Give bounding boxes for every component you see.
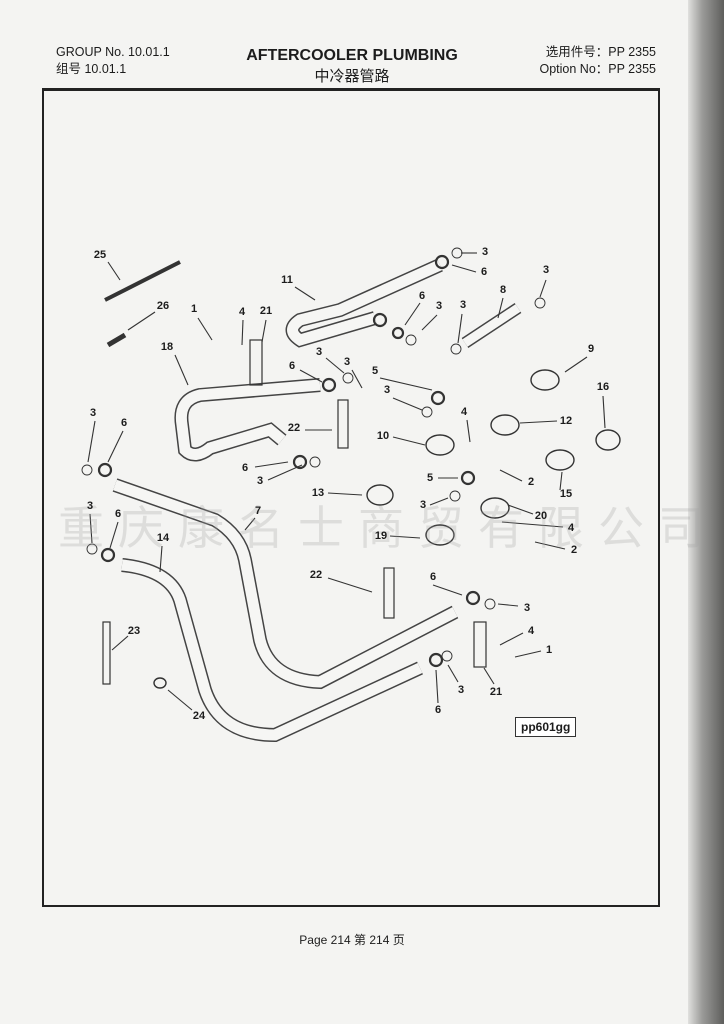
callout-1: 1 xyxy=(190,303,198,315)
callout-3: 3 xyxy=(523,602,531,614)
callout-10: 10 xyxy=(376,430,390,442)
callout-3: 3 xyxy=(315,346,323,358)
callout-14: 14 xyxy=(156,532,170,544)
group-number-en: GROUP No. 10.01.1 xyxy=(56,45,170,59)
callout-5: 5 xyxy=(426,472,434,484)
callout-4: 4 xyxy=(238,306,246,318)
callout-18: 18 xyxy=(160,341,174,353)
callout-7: 7 xyxy=(254,505,262,517)
callout-2: 2 xyxy=(527,476,535,488)
callout-8: 8 xyxy=(499,284,507,296)
callout-5: 5 xyxy=(371,365,379,377)
callout-6: 6 xyxy=(120,417,128,429)
callout-25: 25 xyxy=(93,249,107,261)
callout-19: 19 xyxy=(374,530,388,542)
callout-24: 24 xyxy=(192,710,206,722)
bracket-21 xyxy=(249,339,263,386)
group-number-cn: 组号 10.01.1 xyxy=(56,62,127,76)
binding-gutter xyxy=(688,0,724,1024)
bracket-22b xyxy=(383,567,395,619)
callout-6: 6 xyxy=(418,290,426,302)
callout-22: 22 xyxy=(309,569,323,581)
callout-15: 15 xyxy=(559,488,573,500)
page-number: Page 214 第 214 页 xyxy=(299,933,405,947)
callout-6: 6 xyxy=(241,462,249,474)
callout-3: 3 xyxy=(542,264,550,276)
callout-3: 3 xyxy=(459,299,467,311)
callout-4: 4 xyxy=(460,406,468,418)
reference-code: pp601gg xyxy=(515,717,577,737)
fitting-26 xyxy=(106,332,127,348)
page-title: AFTERCOOLER PLUMBING xyxy=(246,47,458,64)
callout-3: 3 xyxy=(256,475,264,487)
rod-25 xyxy=(104,260,181,302)
callout-6: 6 xyxy=(114,508,122,520)
callout-22: 22 xyxy=(287,422,301,434)
callout-3: 3 xyxy=(343,356,351,368)
callout-6: 6 xyxy=(480,266,488,278)
callout-12: 12 xyxy=(559,415,573,427)
watermark: 重庆康名士商贸有限公司 xyxy=(58,501,718,555)
callout-21: 21 xyxy=(489,686,503,698)
callout-20: 20 xyxy=(534,510,548,522)
callout-21: 21 xyxy=(259,305,273,317)
page-title-cn: 中冷器管路 xyxy=(314,68,390,85)
callout-6: 6 xyxy=(288,360,296,372)
callout-3: 3 xyxy=(481,246,489,258)
bracket-22a xyxy=(337,399,349,449)
bracket-21b xyxy=(473,621,487,668)
option-number-en: Option No：PP 2355 xyxy=(539,62,656,76)
callout-4: 4 xyxy=(527,625,535,637)
option-number: 选用件号：PP 2355 Option No：PP 2355 xyxy=(539,44,656,78)
callout-3: 3 xyxy=(435,300,443,312)
callout-3: 3 xyxy=(457,684,465,696)
diagram-frame xyxy=(42,88,660,907)
callout-3: 3 xyxy=(89,407,97,419)
callout-13: 13 xyxy=(311,487,325,499)
callout-2: 2 xyxy=(570,544,578,556)
callout-6: 6 xyxy=(434,704,442,716)
callout-9: 9 xyxy=(587,343,595,355)
callout-3: 3 xyxy=(86,500,94,512)
callout-11: 11 xyxy=(281,274,293,286)
callout-16: 16 xyxy=(596,381,610,393)
callout-26: 26 xyxy=(156,300,170,312)
strap-23 xyxy=(102,621,111,685)
callout-3: 3 xyxy=(419,499,427,511)
callout-4: 4 xyxy=(567,522,575,534)
callout-3: 3 xyxy=(383,384,391,396)
group-number: GROUP No. 10.01.1 组号 10.01.1 xyxy=(56,44,170,78)
callout-1: 1 xyxy=(545,644,553,656)
callout-23: 23 xyxy=(127,625,141,637)
option-number-cn: 选用件号：PP 2355 xyxy=(545,45,656,59)
callout-6: 6 xyxy=(429,571,437,583)
